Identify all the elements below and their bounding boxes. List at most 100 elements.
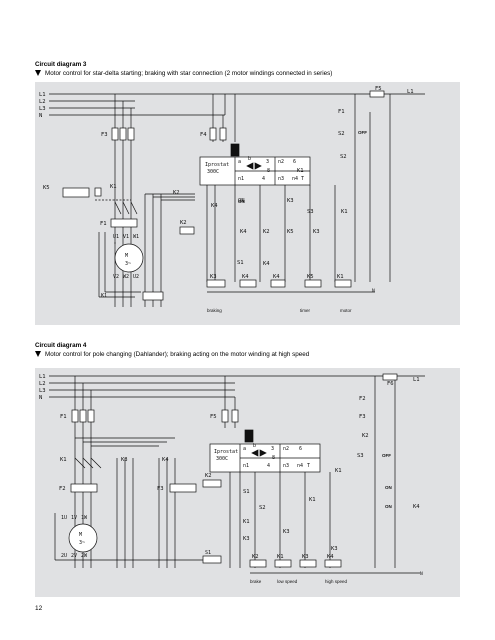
motor-symbol <box>98 232 144 298</box>
component-label: S2 <box>340 154 347 160</box>
component-label: K3 <box>331 546 338 552</box>
coil-label: K4 <box>327 554 334 560</box>
on-label: ON <box>385 504 392 509</box>
caption-diagram-3: Circuit diagram 3 Motor control for star… <box>35 61 332 78</box>
line-label: L1 <box>39 374 46 380</box>
unit-terminal: a <box>243 446 246 452</box>
line-label: L3 <box>39 388 46 394</box>
terminal-label: W2 <box>123 274 129 280</box>
fuse-label: F4 <box>200 132 207 138</box>
line-label: L2 <box>39 99 46 105</box>
motor-label: M <box>79 532 82 538</box>
component-label: S2 <box>338 131 345 137</box>
component-label: K1 <box>101 293 107 299</box>
component-label: S3 <box>307 209 314 215</box>
unit-terminal: a <box>238 159 241 165</box>
iprostat-unit <box>209 429 321 473</box>
unit-terminal: 8 <box>267 168 270 174</box>
coil-label: K4 <box>273 274 280 280</box>
caption-diagram-4: Circuit diagram 4 Motor control for pole… <box>35 342 309 359</box>
unit-terminal: n3 <box>283 463 289 469</box>
coil-label: K5 <box>307 274 314 280</box>
off-label: OFF <box>358 130 367 135</box>
component-label: K4 <box>162 457 169 463</box>
component-label: K2 <box>362 433 369 439</box>
line-label: L1 <box>413 377 420 383</box>
motor-symbol <box>54 513 222 564</box>
component-label: K4 <box>240 229 247 235</box>
component-label: K4 <box>413 504 420 510</box>
component-label: F1 <box>338 109 345 115</box>
unit-terminal: 6 <box>299 446 302 452</box>
caption-timer: timer <box>300 308 311 313</box>
unit-terminal: n1 <box>238 176 244 182</box>
component-label: K1 <box>60 457 67 463</box>
fuse-label: F3 <box>101 132 108 138</box>
terminal-label: U2 <box>133 274 139 280</box>
coil-label: K1 <box>337 274 344 280</box>
component-label: S2 <box>259 505 266 511</box>
off-label: OFF <box>382 453 391 458</box>
terminal-label: W1 <box>133 234 139 240</box>
unit-terminal: n1 <box>243 463 249 469</box>
terminal-label: 2V <box>71 553 77 559</box>
triangle-bullet-icon <box>35 69 41 76</box>
component-label: S1 <box>205 550 211 556</box>
component-label: K3 <box>243 536 250 542</box>
component-label: K3 <box>313 229 320 235</box>
component-label: K3 <box>283 529 290 535</box>
coil-label: K3 <box>302 554 309 560</box>
motor-label: 3~ <box>79 540 85 546</box>
coil-row <box>249 559 342 568</box>
component-label: K1 <box>243 519 250 525</box>
component-label: F3 <box>157 486 164 492</box>
triangle-bullet-icon <box>35 350 41 357</box>
component-label: K4 <box>211 203 218 209</box>
unit-terminal: b <box>253 443 256 449</box>
diagram-4-subtitle: Motor control for pole changing (Dahland… <box>35 350 309 360</box>
component-label: K5 <box>43 185 50 191</box>
diagram-3-title: Circuit diagram 3 <box>35 61 87 68</box>
unit-terminal: n4 <box>292 176 298 182</box>
unit-terminal: 3 <box>271 446 274 452</box>
component-label: S3 <box>357 453 364 459</box>
caption-motor: motor <box>340 308 352 313</box>
component-label: ON <box>238 198 245 204</box>
unit-name: Iprostat <box>214 449 238 455</box>
component-label: S1 <box>243 489 250 495</box>
line-label: N <box>420 571 423 577</box>
component-label: K1 <box>110 184 117 190</box>
terminal-label: V1 <box>123 234 129 240</box>
line-label: N <box>39 113 42 119</box>
component-label: K1 <box>341 209 348 215</box>
coil-row <box>206 279 352 288</box>
terminal-label: 1V <box>71 515 77 521</box>
motor-label: 3~ <box>125 261 131 267</box>
component-label: S1 <box>237 260 244 266</box>
fuse-label: F5 <box>375 86 382 92</box>
component-label: F2 <box>59 486 66 492</box>
unit-terminal: 4 <box>267 463 270 469</box>
unit-model: 300C <box>216 456 228 462</box>
fuse-label: F1 <box>60 414 67 420</box>
terminal-label: 2U <box>61 553 67 559</box>
supply-lines <box>49 375 425 398</box>
caption-braking: braking <box>207 308 222 313</box>
caption-high-speed: high speed <box>325 579 348 584</box>
coil-label: K3 <box>210 274 217 280</box>
terminal-label: 1U <box>61 515 67 521</box>
line-label: N <box>372 288 375 294</box>
unit-name: Iprostat <box>205 162 229 168</box>
caption-brake: brake <box>250 579 262 584</box>
component-label: K1 <box>335 468 342 474</box>
iprostat-unit <box>199 143 311 186</box>
component-label: K4 <box>263 261 270 267</box>
unit-model: 300C <box>207 169 219 175</box>
component-label: K1 <box>309 497 316 503</box>
unit-terminal: n2 <box>283 446 289 452</box>
coil-label: K1 <box>277 554 284 560</box>
unit-terminal: 3 <box>266 159 269 165</box>
terminal-label: 1W <box>81 515 88 521</box>
fuse-label: F6 <box>387 381 394 387</box>
component-label: K2 <box>173 190 180 196</box>
